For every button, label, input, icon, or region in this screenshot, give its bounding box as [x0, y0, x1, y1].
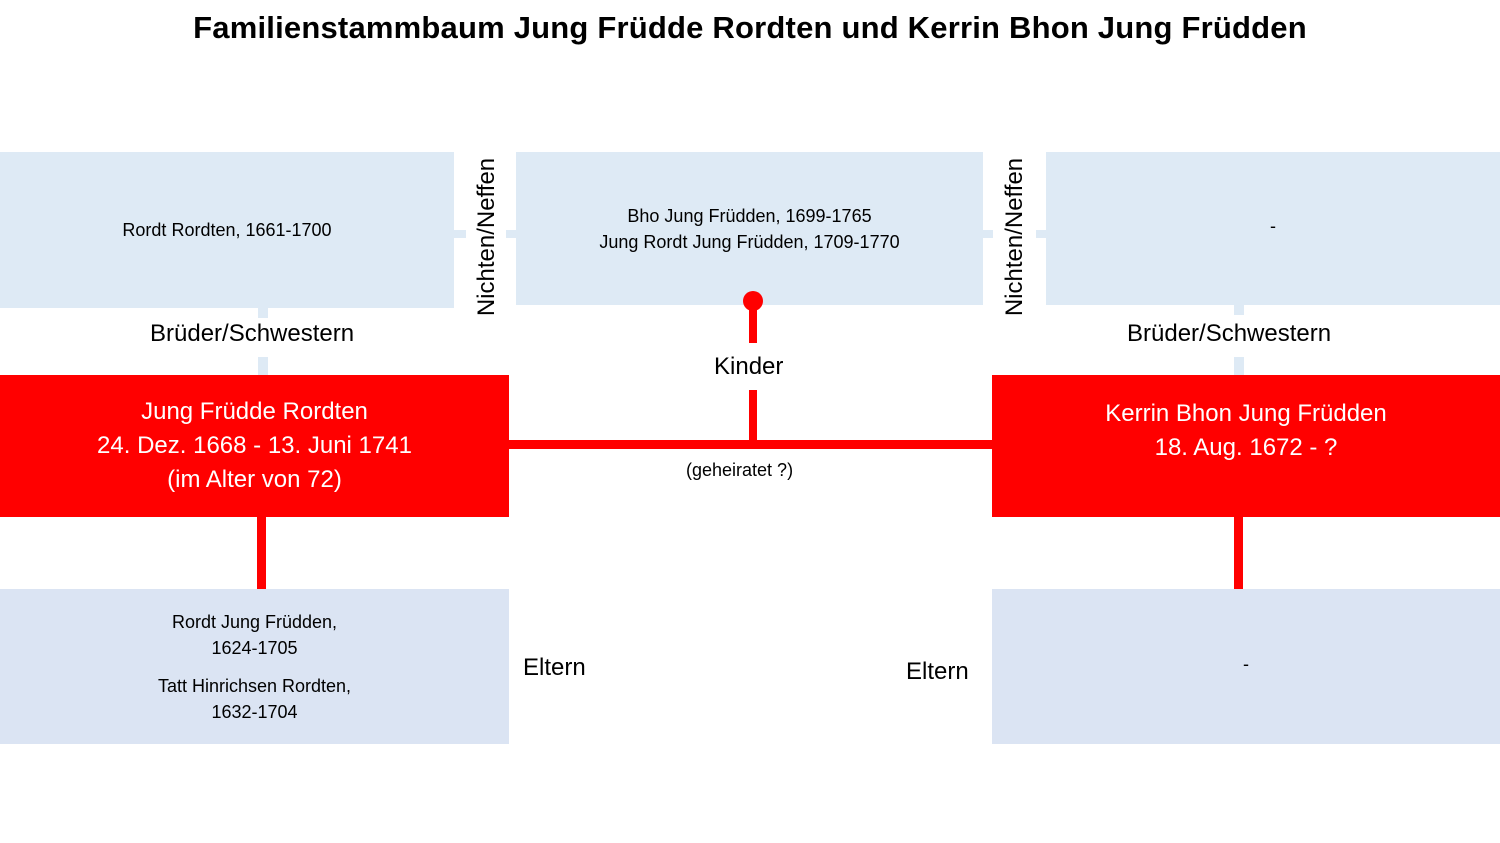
person-box-left: Jung Früdde Rordten 24. Dez. 1668 - 13. … [0, 375, 509, 517]
children-connector-top [749, 305, 757, 343]
children-connector-dot [743, 291, 763, 311]
parents-box-right: - [992, 589, 1500, 744]
right-siblings-box: - [1046, 152, 1500, 305]
connector-nieces-right-a [983, 230, 993, 238]
connector-right-siblings-bottom [1234, 357, 1244, 375]
connector-nieces-left-a [454, 230, 466, 238]
connector-left-siblings-top [258, 308, 268, 318]
mother-name: Tatt Hinrichsen Rordten, [157, 675, 352, 696]
child-entry-1: Bho Jung Früdden, 1699-1765 [627, 205, 872, 226]
nieces-label-left: Nichten/Neffen [473, 157, 500, 317]
nieces-label-right: Nichten/Neffen [1001, 157, 1028, 317]
person-left-name: Jung Früdde Rordten [141, 398, 368, 425]
person-box-right: Kerrin Bhon Jung Früdden 18. Aug. 1672 -… [992, 375, 1500, 517]
parents-box-left: Rordt Jung Früdden, 1624-1705 Tatt Hinri… [0, 589, 509, 744]
person-right-name: Kerrin Bhon Jung Früdden [1105, 400, 1387, 427]
person-left-dates: 24. Dez. 1668 - 13. Juni 1741 [97, 432, 412, 459]
children-label: Kinder [714, 353, 784, 380]
parents-label-left: Eltern [523, 654, 586, 681]
connector-nieces-right-b [1036, 230, 1046, 238]
page-title: Familienstammbaum Jung Früdde Rordten un… [193, 10, 1307, 45]
children-connector-bottom [749, 390, 757, 442]
father-dates: 1624-1705 [211, 637, 298, 658]
person-left-age: (im Alter von 72) [167, 466, 342, 493]
marriage-line [509, 440, 992, 449]
father-name: Rordt Jung Früdden, [171, 611, 338, 632]
married-label: (geheiratet ?) [686, 460, 794, 480]
siblings-label-right: Brüder/Schwestern [1127, 320, 1332, 347]
person-right-dates: 18. Aug. 1672 - ? [1154, 434, 1338, 461]
left-sibling-entry: Rordt Rordten, 1661-1700 [122, 220, 332, 240]
connector-right-siblings-top [1234, 305, 1244, 315]
right-sibling-entry: - [1270, 215, 1276, 236]
connector-left-siblings-bottom [258, 357, 268, 375]
mother-dates: 1632-1704 [211, 701, 298, 722]
connector-nieces-left-b [506, 230, 516, 238]
parents-right-entry: - [1243, 653, 1249, 674]
children-box: Bho Jung Früdden, 1699-1765 Jung Rordt J… [516, 152, 983, 305]
left-siblings-box: Rordt Rordten, 1661-1700 [0, 152, 454, 308]
parents-connector-left [257, 517, 266, 589]
parents-label-right: Eltern [906, 658, 969, 685]
siblings-label-left: Brüder/Schwestern [150, 320, 355, 347]
child-entry-2: Jung Rordt Jung Früdden, 1709-1770 [599, 231, 900, 252]
parents-connector-right [1234, 517, 1243, 589]
